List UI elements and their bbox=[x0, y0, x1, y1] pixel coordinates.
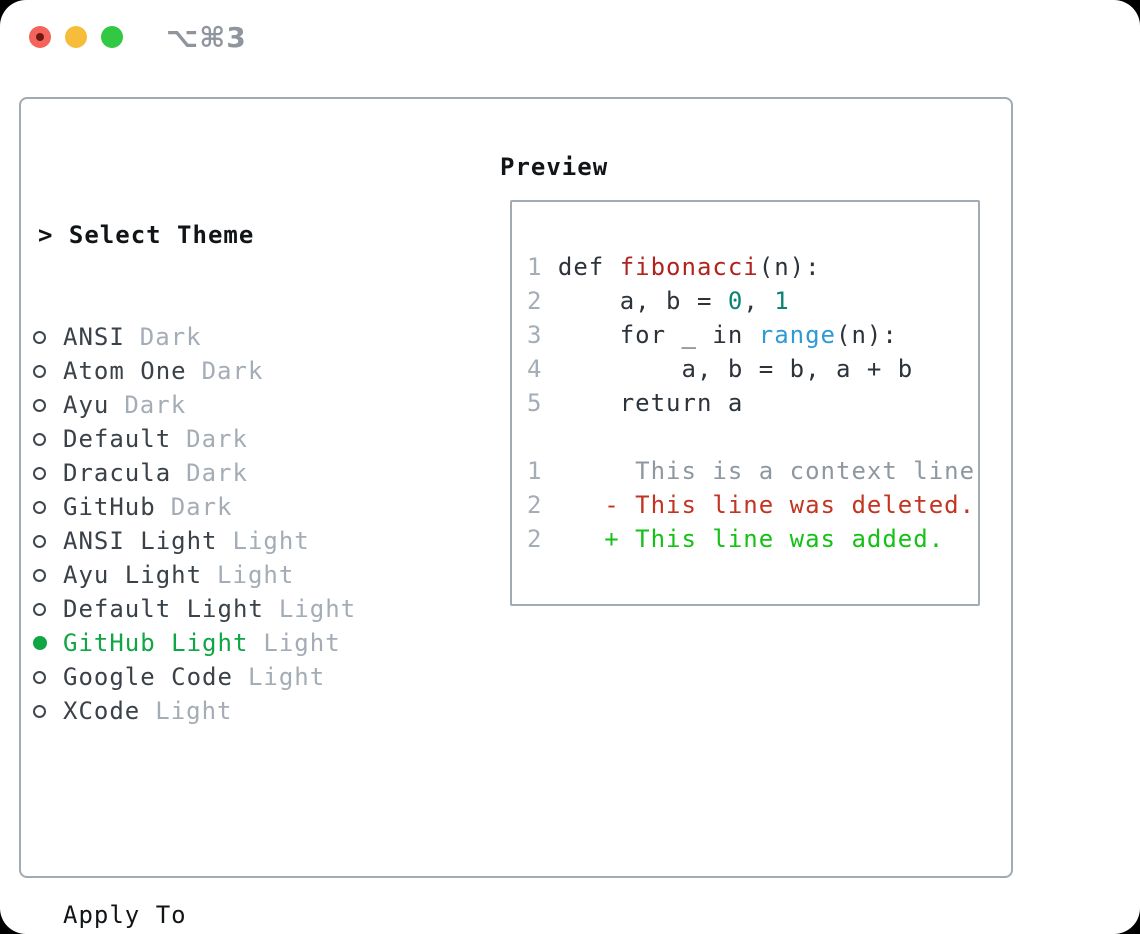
code-segment: - This line was deleted. bbox=[557, 491, 976, 519]
window-title: ⌥⌘3 bbox=[166, 21, 247, 54]
option-label: ANSI Light bbox=[63, 527, 218, 555]
theme-option-default-light[interactable]: Default Light Light bbox=[21, 592, 501, 626]
option-tag: Dark bbox=[139, 323, 202, 351]
code-segment: This is a context line. bbox=[557, 457, 980, 485]
code-line: 5 return a bbox=[527, 386, 978, 420]
code-segment: fibonacci bbox=[619, 253, 759, 281]
code-segment: return a bbox=[557, 389, 744, 417]
theme-option-xcode[interactable]: XCode Light bbox=[21, 694, 501, 728]
line-number: 1 bbox=[527, 253, 558, 281]
code-line: 3 for _ in range(n): bbox=[527, 318, 978, 352]
radio-icon bbox=[33, 364, 46, 378]
line-number: 5 bbox=[527, 389, 558, 417]
radio-icon bbox=[33, 534, 46, 548]
option-label: Dracula bbox=[63, 459, 172, 487]
theme-option-ayu-light[interactable]: Ayu Light Light bbox=[21, 558, 501, 592]
radio-icon bbox=[33, 432, 46, 446]
option-tag: Dark bbox=[124, 391, 187, 419]
option-tag: Light bbox=[263, 629, 341, 657]
option-label: Ayu Light bbox=[63, 561, 203, 589]
code-segment: 0 bbox=[727, 287, 744, 315]
theme-option-ayu[interactable]: Ayu Dark bbox=[21, 388, 501, 422]
code-segment: def bbox=[557, 253, 620, 281]
code-line: 2 + This line was added. bbox=[527, 522, 978, 556]
code-segment: (n): bbox=[836, 321, 898, 349]
radio-icon bbox=[33, 466, 46, 480]
radio-selected-icon bbox=[33, 636, 47, 650]
titlebar: ⌥⌘3 bbox=[0, 0, 1140, 74]
line-number: 2 bbox=[527, 287, 558, 315]
theme-option-atom-one[interactable]: Atom One Dark bbox=[21, 354, 501, 388]
code-segment: , bbox=[743, 287, 775, 315]
code-segment: range bbox=[758, 321, 836, 349]
line-number: 2 bbox=[527, 491, 558, 519]
option-tag: Dark bbox=[186, 459, 248, 487]
radio-icon bbox=[33, 704, 46, 718]
select-theme-header: > Select Theme bbox=[38, 221, 255, 249]
code-line: 2 a, b = 0, 1 bbox=[527, 284, 978, 318]
code-segment: (n): bbox=[758, 253, 821, 281]
line-number: 4 bbox=[527, 355, 558, 383]
option-tag: Light bbox=[247, 663, 326, 691]
radio-icon bbox=[33, 670, 46, 684]
line-number: 1 bbox=[527, 457, 558, 485]
code-segment: 1 bbox=[774, 287, 790, 315]
radio-icon bbox=[33, 398, 46, 412]
zoom-button[interactable] bbox=[101, 26, 123, 48]
radio-icon bbox=[33, 500, 46, 514]
theme-option-default[interactable]: Default Dark bbox=[21, 422, 501, 456]
option-label: Atom One bbox=[63, 357, 187, 385]
radio-icon bbox=[33, 330, 46, 344]
code-line bbox=[527, 420, 978, 454]
code-line: 1 def fibonacci(n): bbox=[527, 250, 978, 284]
code-segment: for _ in bbox=[557, 321, 759, 349]
option-label: Google Code bbox=[63, 663, 233, 691]
option-tag: Dark bbox=[201, 357, 264, 385]
code-line: 2 - This line was deleted. bbox=[527, 488, 978, 522]
option-label: Ayu bbox=[63, 391, 110, 419]
line-number: 2 bbox=[527, 525, 558, 553]
minimize-button[interactable] bbox=[65, 26, 87, 48]
preview-header: Preview bbox=[500, 153, 609, 181]
theme-option-dracula[interactable]: Dracula Dark bbox=[21, 456, 501, 490]
option-tag: Light bbox=[232, 527, 310, 555]
theme-option-ansi[interactable]: ANSI Dark bbox=[21, 320, 501, 354]
option-tag: Light bbox=[217, 561, 295, 589]
option-label: Default Light bbox=[63, 595, 264, 623]
option-label: XCode bbox=[63, 697, 141, 725]
spacer bbox=[21, 796, 501, 830]
code-segment: a, b = b, a + b bbox=[557, 355, 914, 383]
radio-icon bbox=[33, 568, 46, 582]
theme-option-github[interactable]: GitHub Dark bbox=[21, 490, 501, 524]
option-label: GitHub Light bbox=[63, 629, 249, 657]
option-label: Default bbox=[63, 425, 172, 453]
theme-option-github-light[interactable]: GitHub Light Light bbox=[21, 626, 501, 660]
theme-option-google-code[interactable]: Google Code Light bbox=[21, 660, 501, 694]
option-label: GitHub bbox=[63, 493, 156, 521]
option-tag: Light bbox=[155, 697, 233, 725]
apply-to-header: Apply To bbox=[63, 901, 187, 929]
option-tag: Dark bbox=[186, 425, 248, 453]
theme-option-ansi-light[interactable]: ANSI Light Light bbox=[21, 524, 501, 558]
code-segment: a, b = bbox=[557, 287, 728, 315]
code-line: 4 a, b = b, a + b bbox=[527, 352, 978, 386]
close-button[interactable] bbox=[29, 26, 51, 48]
code-segment: + This line was added. bbox=[557, 525, 945, 553]
option-label: ANSI bbox=[63, 323, 125, 351]
radio-icon bbox=[33, 602, 46, 616]
code-line: 1 This is a context line. bbox=[527, 454, 978, 488]
option-tag: Dark bbox=[170, 493, 233, 521]
line-number: 3 bbox=[527, 321, 558, 349]
option-tag: Light bbox=[278, 595, 357, 623]
